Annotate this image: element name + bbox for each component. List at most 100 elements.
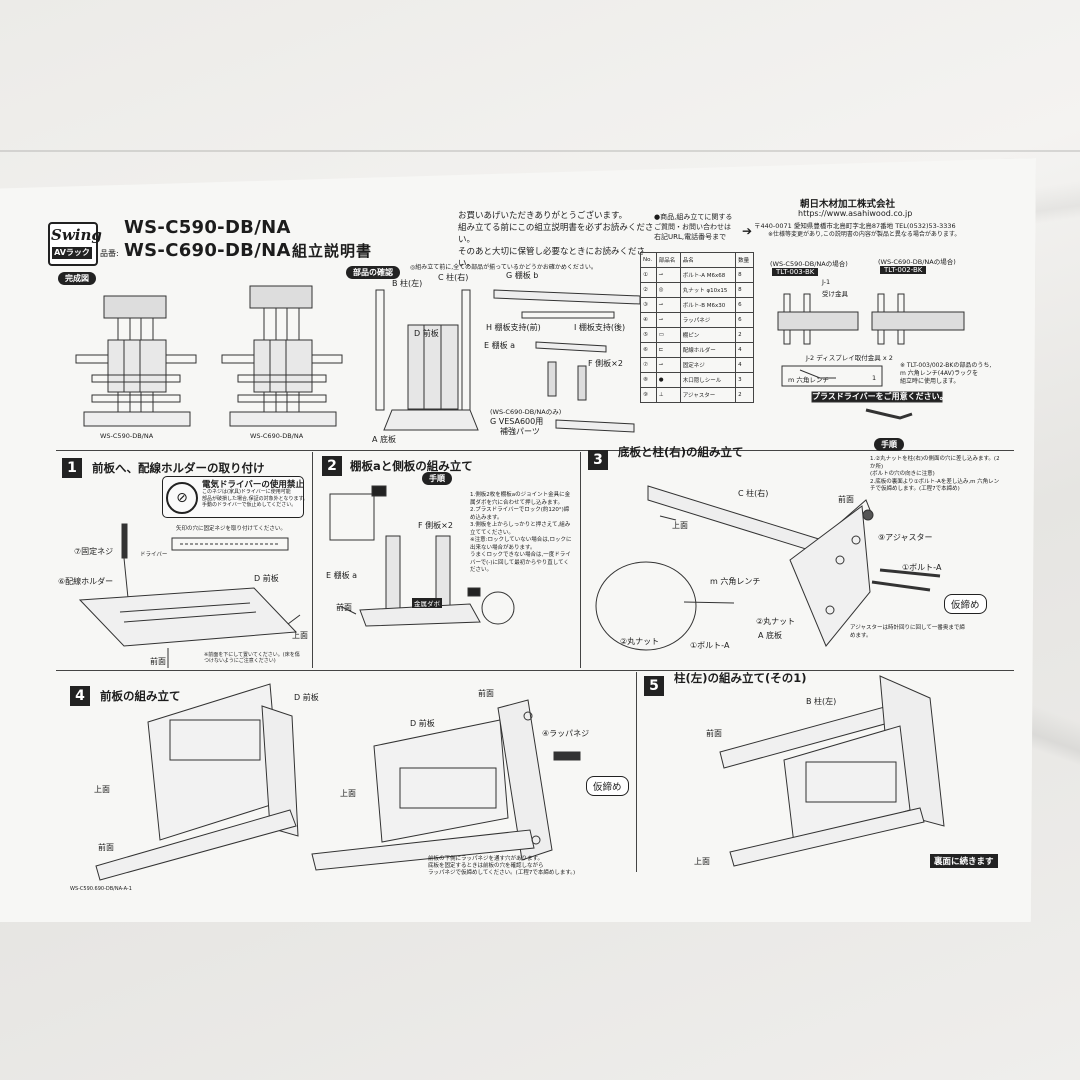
adjuster-note: アジャスターは時計回りに回して一番奥まで締めます。 (850, 625, 965, 639)
step-4-label: D 前板 (410, 719, 435, 728)
step-4-label: 上面 (340, 789, 356, 798)
step-2-label: 前面 (336, 603, 352, 612)
parts-check-badge: 部品の確認 (346, 266, 400, 279)
bracket-note: ※ TLT-003/002-BKの部品のうち, m 六角レンチ(4AV)ラックを… (900, 362, 991, 386)
contact-line: 右記URL,電話番号まで (654, 233, 727, 241)
step-3-label: ①ボルト-A (902, 563, 942, 572)
step-2-number: 2 (322, 456, 342, 476)
logo-wordmark: Swing (51, 226, 102, 244)
bracket-note-line: 組立時に使用します。 (900, 378, 960, 385)
part-label: E 棚板 a (484, 341, 516, 350)
completed-caption-1: WS-C590-DB/NA (100, 432, 154, 440)
company-address: 〒440-0071 愛知県豊橋市北島町字北島87番地 TEL(0532)53-3… (754, 222, 956, 230)
no-power-driver-icon: ⊘ (166, 482, 198, 514)
step-5-number: 5 (644, 676, 664, 696)
hex-wrench-label: m 六角レンチ (788, 376, 829, 384)
step-1-footnote: ※前面を下にして置いてください。(床を傷つけないようにご注意ください) (204, 652, 300, 664)
bracket-case-1: (WS-C590-DB/NAの場合) (770, 260, 848, 268)
step-2-label: E 棚板 a (326, 571, 358, 580)
footnote-line: 底板を固定するときは前板の穴を確認しながら (428, 863, 544, 869)
step-3-label: 前面 (838, 495, 854, 504)
hex-wrench-qty: 1 (872, 374, 877, 382)
part-label: D 前板 (414, 329, 439, 338)
step-1-title: 前板へ、配線ホルダーの取り付け (92, 461, 265, 475)
step-3-label: A 底板 (758, 631, 783, 640)
intro-line: お買いあげいただきありがとうございます。 (458, 211, 628, 221)
bracket-code-2: TLT-002-BK (880, 266, 927, 274)
step-3-label: ②丸ナット (620, 637, 660, 646)
procedure-line: うまくロックできない場合は,一度ドライバーで(-)に回して最初からやり直してくだ… (470, 552, 571, 573)
step-4-label: ④ラッパネジ (542, 729, 590, 738)
model-number-1: WS-C590-DB/NA (124, 217, 291, 238)
section-divider (580, 452, 581, 668)
completed-caption-2: WS-C690-DB/NA (250, 432, 304, 440)
footnote-line: 前板の下側にラッパネジを通す穴があります。 (428, 856, 543, 862)
procedure-line: 2.底板の裏面より①ボルト-Aを差し込み,m 六角レンチで仮締めします。(工程7… (870, 478, 1000, 493)
bracket-note-line: ※ TLT-003/002-BKの部品のうち, (900, 362, 992, 369)
procedure-line: 1.側板2枚を棚板aのジョイント金具に金属ダボを穴に合わせて押し込みます。 (470, 492, 571, 506)
part-label: B 柱(左) (392, 279, 423, 288)
temporary-tighten-stamp: 仮締め (586, 776, 629, 796)
driver-label: ドライバー (140, 552, 168, 558)
model-label: 品番: (100, 249, 119, 258)
step-2-procedure: 1.側板2枚を棚板aのジョイント金具に金属ダボを穴に合わせて押し込みます。 2.… (470, 492, 574, 575)
step-3-label: ②丸ナット (756, 617, 796, 626)
bracket-case-2: (WS-C690-DB/NAの場合) (878, 258, 956, 266)
intro-line: そのあと大切に保管し必要なときにお読みください。 (458, 247, 646, 269)
vesa-note: (WS-C690-DB/NAのみ) (490, 408, 562, 416)
continue-banner: 裏面に続きます (930, 854, 998, 868)
step-3-label: m 六角レンチ (710, 577, 761, 586)
table-cell: アジャスター (679, 387, 737, 403)
step-5-label: 上面 (694, 857, 710, 866)
warning-line: 手動のドライバーで仮止めしてください。 (202, 502, 297, 508)
bracket-note-line: m 六角レンチ(4AV)ラックを (900, 370, 979, 377)
part-label: H 棚板支持(前) (486, 323, 541, 332)
step-3-title: 底板と柱(右)の組み立て (618, 445, 744, 459)
step-5-title: 柱(左)の組み立て(その1) (674, 671, 807, 685)
document-title: 組立説明書 (292, 242, 373, 260)
contact-text: ●商品,組み立てに関する ご質問・お問い合わせは 右記URL,電話番号まで (654, 212, 764, 242)
step-4-footnote: 前板の下側にラッパネジを通す穴があります。 底板を固定するときは前板の穴を確認し… (428, 856, 628, 877)
section-divider (636, 672, 637, 872)
bracket-j1: J-1 (822, 278, 831, 286)
step-1-label: ⑥配線ホルダー (58, 577, 114, 586)
warning-line: 部品が破損した場合,保証の対象外となります。 (202, 495, 308, 502)
step-4-label: D 前板 (294, 693, 319, 702)
step-3-procedure: 1.②丸ナットを柱(右)の側面の穴に差し込みます。(2か所) (ボルトの穴の向き… (870, 456, 1000, 494)
contact-line: ご質問・お問い合わせは (654, 223, 731, 231)
step-5-label: B 柱(左) (806, 697, 837, 706)
intro-text: お買いあげいただきありがとうございます。 組み立てる前にこの組立説明書を必ずお読… (458, 210, 658, 270)
section-divider (56, 670, 1014, 671)
step-4-title: 前板の組み立て (100, 689, 181, 703)
vesa-label: G VESA600用 (490, 417, 544, 426)
footnote-line: ラッパネジで仮締めしてください。(工程7で本締めします。) (428, 870, 576, 876)
parts-check-note: ◎組み立て前に,全ての部品が揃っているかどうかお確かめください。 (410, 264, 597, 271)
document-code: WS-C590.690-DB/NA-A-1 (70, 886, 132, 892)
completed-badge: 完成図 (58, 272, 96, 285)
dir-front-label: 前面 (150, 657, 166, 666)
intro-line: 組み立てる前にこの組立説明書を必ずお読みください。 (458, 223, 654, 245)
part-label: C 柱(右) (438, 273, 469, 282)
driver-banner: プラスドライバーをご用意ください。 (812, 392, 948, 401)
bracket-j1-desc: 受け金具 (822, 290, 848, 298)
bracket-code-1: TLT-003-BK (772, 268, 819, 276)
step-4-number: 4 (70, 686, 90, 706)
part-label: A 底板 (372, 435, 397, 444)
dir-up-label: 上面 (292, 631, 308, 640)
procedure-line: 2.プラスドライバーでロック(約120°)締め込みます。 (470, 507, 570, 521)
step-2-label: F 側板×2 (418, 521, 453, 530)
part-label: I 棚板支持(後) (574, 323, 626, 332)
section-divider (312, 452, 313, 668)
procedure-line: ※注意:ロックしていない場合は,ロックに出来ない場合があります。 (470, 537, 572, 551)
step-2-title: 棚板aと側板の組み立て (350, 459, 473, 473)
procedure-line: 1.②丸ナットを柱(右)の側面の穴に差し込みます。(2か所) (870, 456, 1000, 470)
